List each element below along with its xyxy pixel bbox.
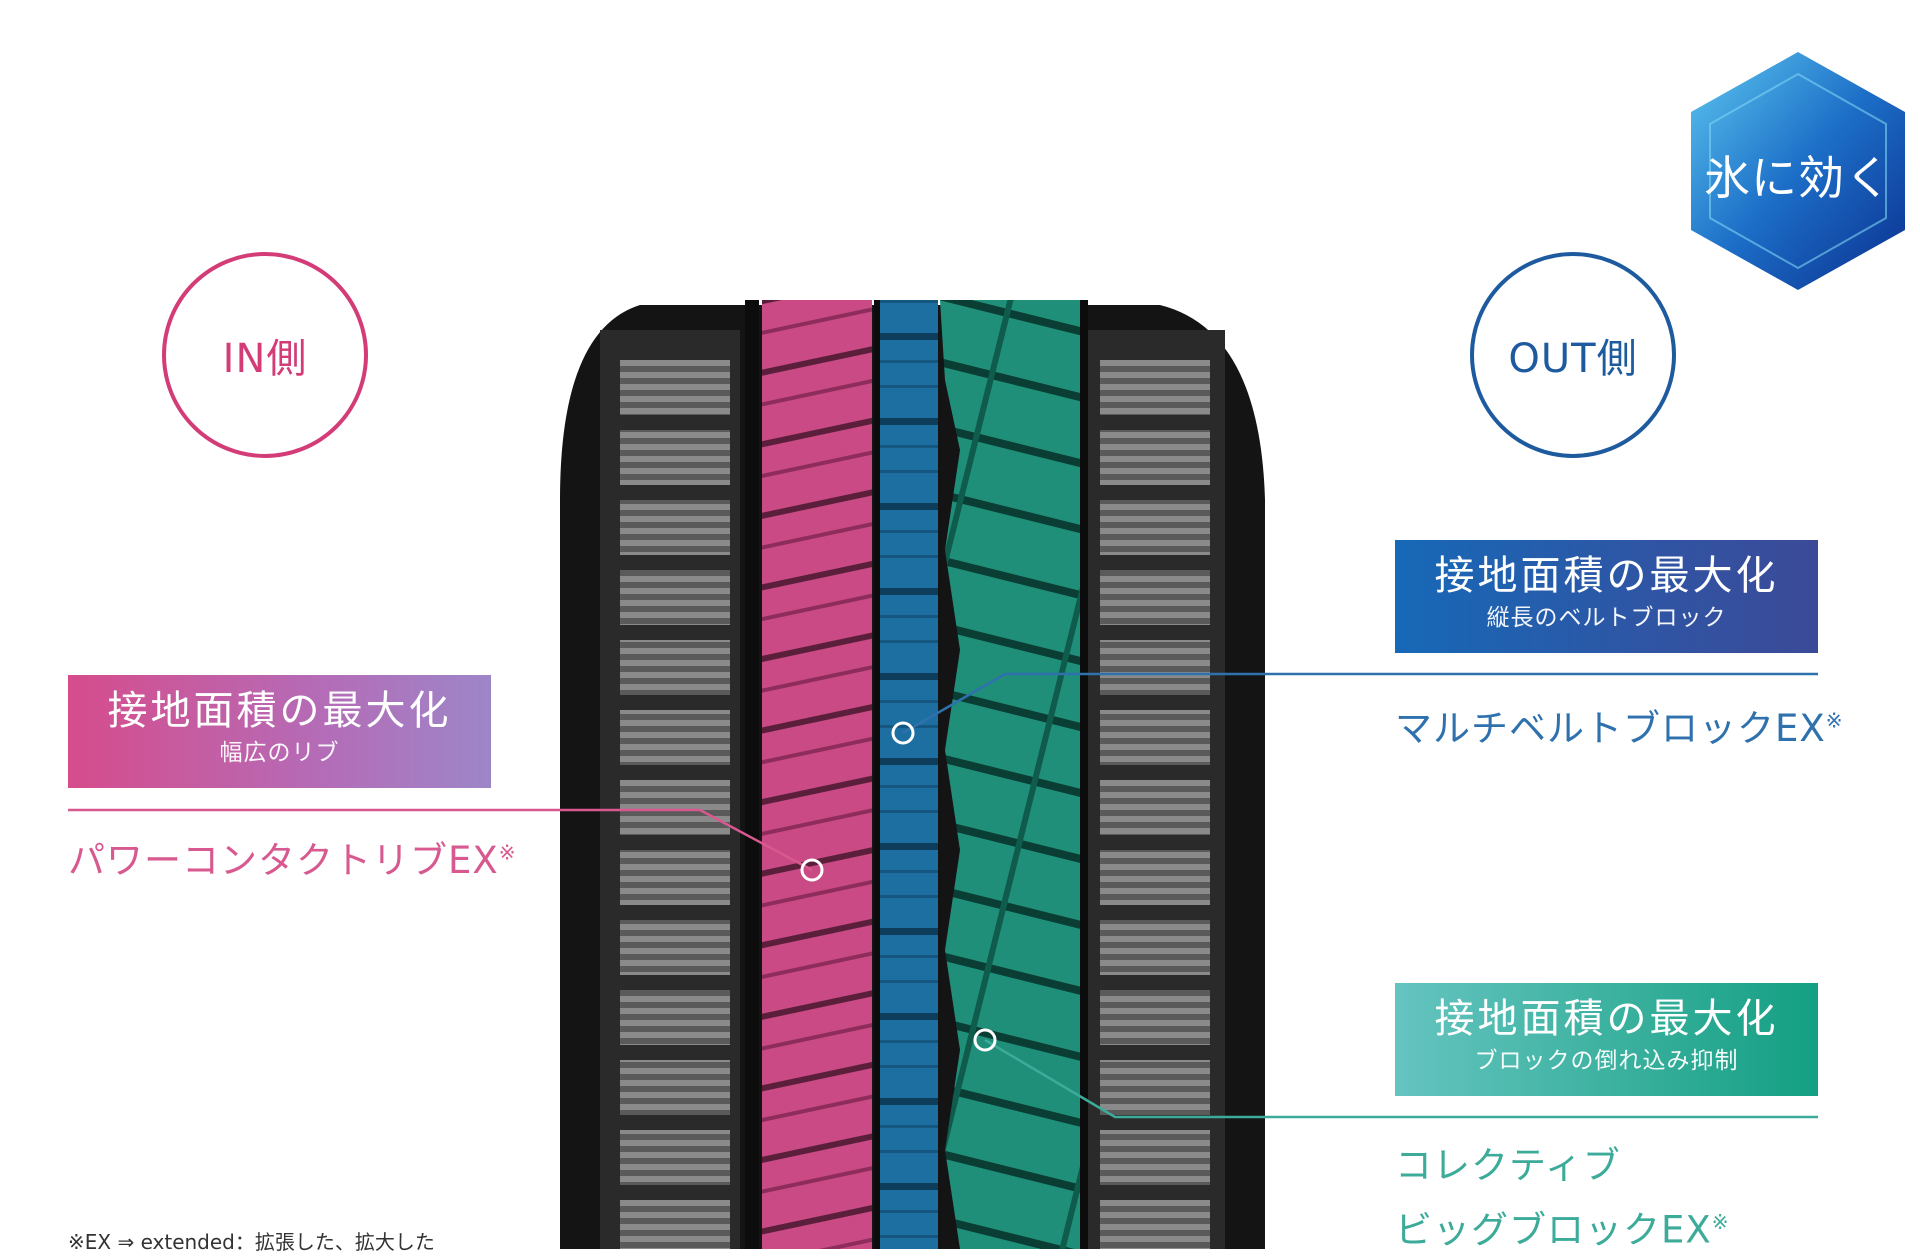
badge-label: 氷に効く [1704,151,1892,205]
leader-dot-in [800,858,824,882]
callout-box-in: 接地面積の最大化 幅広のリブ [68,675,491,788]
leader-dot-block [973,1028,997,1052]
leader-line-block [984,1038,1818,1119]
feature-belt-mark: ※ [1825,708,1844,733]
callout-belt-title: 接地面積の最大化 [1434,553,1779,599]
feature-in-label: パワーコンタクトリブEX [68,839,499,882]
feature-block-mark: ※ [1711,1210,1730,1234]
callout-box-belt: 接地面積の最大化 縦長のベルトブロック [1395,540,1818,653]
leader-line-in [68,808,813,872]
feature-multi-belt-block: マルチベルトブロックEX※ [1395,698,1844,752]
footnote: ※EX ⇒ extended：拡張した、拡大した [68,1230,435,1254]
callout-belt-sub: 縦長のベルトブロック [1486,605,1727,631]
callout-block-sub: ブロックの倒れ込み抑制 [1474,1048,1739,1074]
feature-collective-big-block: コレクティブ ビッグブロックEX※ [1395,1138,1730,1258]
feature-belt-label: マルチベルトブロックEX [1395,707,1826,750]
feature-in-mark: ※ [498,840,517,865]
left-shoulder-blocks [600,330,740,1249]
green-blocks [940,300,1080,1249]
callout-in-title: 接地面積の最大化 [107,688,452,734]
leader-dot-belt [891,721,915,745]
ice-effective-badge [1691,52,1905,290]
blue-belt [878,300,938,1249]
callout-in-sub: 幅広のリブ [219,740,340,766]
feature-block-line2: ビッグブロックEX [1395,1208,1712,1252]
in-side-label: IN側 [162,252,368,458]
out-side-label: OUT側 [1470,252,1676,458]
feature-power-contact-rib: パワーコンタクトリブEX※ [68,830,517,884]
pink-rib [762,300,872,1249]
callout-box-block: 接地面積の最大化 ブロックの倒れ込み抑制 [1395,983,1818,1096]
leader-lines [68,672,1818,1119]
callout-block-title: 接地面積の最大化 [1434,996,1779,1042]
right-shoulder-blocks [1085,330,1225,1249]
leader-line-belt [902,672,1818,735]
feature-block-line1: コレクティブ [1395,1144,1621,1187]
